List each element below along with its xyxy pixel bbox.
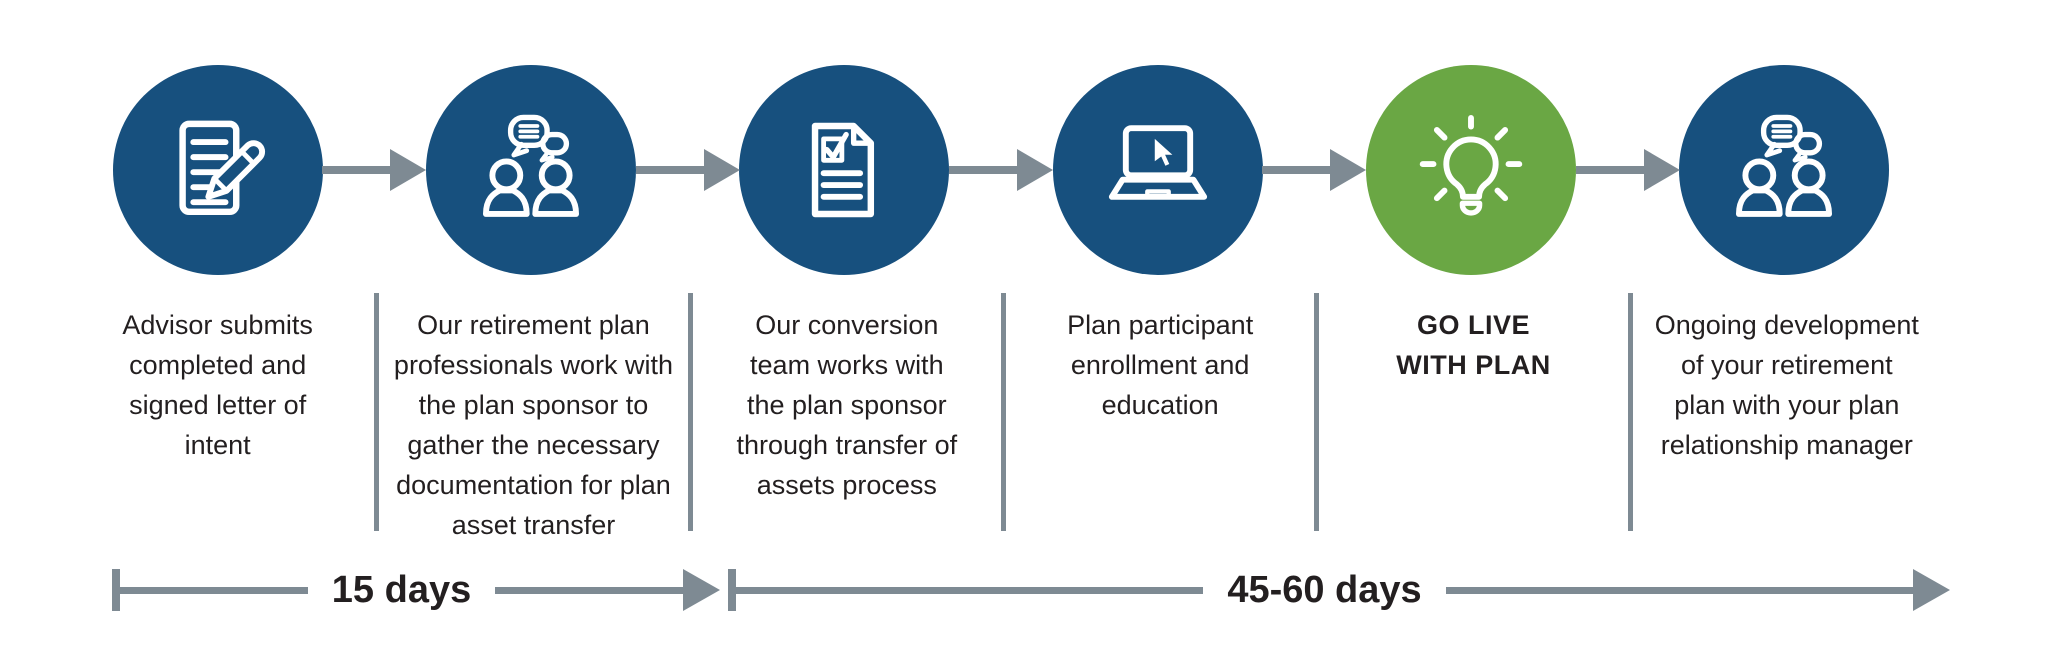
step-4-circle: [1052, 65, 1263, 275]
step-5-circle: [1365, 65, 1576, 275]
step-4-caption-cell: Plan participant enrollment and educatio…: [1000, 293, 1314, 531]
step-1-caption-cell: Advisor submits completed and signed let…: [61, 293, 374, 531]
arrow-right-icon: [1262, 148, 1367, 192]
people-discussion-icon: [1725, 111, 1843, 229]
step-6-caption-cell: Ongoing development of your retirement p…: [1627, 293, 1941, 531]
step-6-caption: Ongoing development of your retirement p…: [1654, 310, 1919, 460]
timeline-line: [120, 586, 308, 594]
timeline-segment-15-days: 15 days: [112, 568, 721, 612]
step-5: GO LIVE WITH PLAN: [1314, 65, 1680, 531]
timeline-tick: [728, 569, 736, 611]
checklist-document-icon: [785, 111, 903, 229]
arrow-right-icon: [1575, 148, 1680, 192]
timeline-line: [495, 586, 684, 594]
process-steps-row: Advisor submits completed and signed let…: [61, 65, 1941, 540]
step-5-caption: GO LIVE WITH PLAN: [1396, 310, 1551, 380]
timeline-label-15-days: 15 days: [331, 568, 472, 611]
timeline-tick: [112, 569, 120, 611]
step-2-caption-cell: Our retirement plan professionals work w…: [374, 293, 687, 540]
step-1-caption: Advisor submits completed and signed let…: [122, 310, 313, 460]
step-3-circle: [739, 65, 950, 275]
timeline-segment-45-60-days: 45-60 days: [728, 568, 1950, 612]
step-3: Our conversion team works with the plan …: [687, 65, 1053, 531]
step-4: Plan participant enrollment and educatio…: [1000, 65, 1367, 531]
laptop-cursor-icon: [1099, 111, 1217, 229]
duration-timeline: 15 days 45-60 days: [0, 568, 2048, 612]
arrow-right-icon: [322, 148, 427, 192]
step-2-circle: [425, 65, 636, 275]
step-4-caption: Plan participant enrollment and educatio…: [1067, 310, 1254, 420]
arrow-right-icon: [948, 148, 1053, 192]
document-pencil-icon: [159, 111, 277, 229]
lightbulb-icon: [1412, 111, 1530, 229]
arrow-head-icon: [1913, 569, 1950, 611]
step-1-circle: [112, 65, 323, 275]
step-1: Advisor submits completed and signed let…: [61, 65, 427, 531]
step-6: Ongoing development of your retirement p…: [1627, 65, 1941, 531]
step-5-caption-cell: GO LIVE WITH PLAN: [1314, 293, 1627, 531]
step-6-circle: [1679, 65, 1890, 275]
timeline-line: [736, 586, 1204, 594]
arrow-head-icon: [683, 569, 721, 611]
step-2: Our retirement plan professionals work w…: [374, 65, 740, 540]
step-2-caption: Our retirement plan professionals work w…: [393, 310, 674, 540]
step-3-caption-cell: Our conversion team works with the plan …: [687, 293, 1001, 531]
timeline-line: [1445, 586, 1913, 594]
timeline-label-45-60-days: 45-60 days: [1227, 568, 1422, 611]
step-3-caption: Our conversion team works with the plan …: [736, 310, 958, 500]
arrow-right-icon: [635, 148, 740, 192]
people-discussion-icon: [472, 111, 590, 229]
